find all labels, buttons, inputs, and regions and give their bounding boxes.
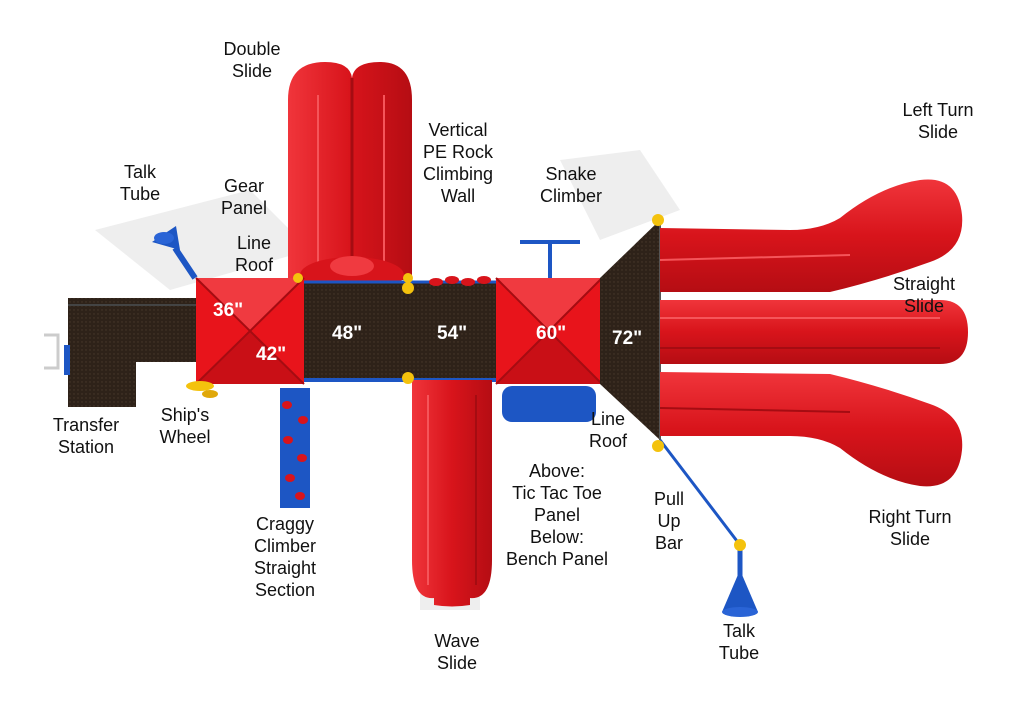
left-turn-slide bbox=[659, 179, 963, 292]
snake-climber bbox=[520, 240, 580, 282]
callout-left-turn-slide: Left Turn Slide bbox=[902, 100, 974, 142]
craggy-climber bbox=[280, 388, 310, 508]
rock-climbing-wall bbox=[429, 276, 491, 286]
line-roof-middle bbox=[495, 277, 603, 385]
callout-gear-panel: Gear Panel bbox=[220, 176, 268, 218]
callout-snake-climber: Snake Climber bbox=[539, 164, 603, 206]
deck-height-4: 54" bbox=[437, 323, 467, 344]
deck-height-5: 60" bbox=[536, 323, 566, 344]
pull-up-bar bbox=[658, 439, 742, 546]
double-slide bbox=[288, 62, 412, 280]
callout-line-roof-left: Line Roof bbox=[234, 233, 274, 275]
straight-slide bbox=[660, 300, 968, 364]
deck-height-1: 36" bbox=[213, 300, 243, 321]
callout-talk-tube-left: Talk Tube bbox=[119, 162, 161, 204]
callout-straight-slide: Straight Slide bbox=[892, 274, 956, 316]
wave-slide bbox=[412, 380, 492, 607]
transfer-station bbox=[44, 298, 198, 407]
callout-craggy-climber: Craggy Climber Straight Section bbox=[253, 514, 317, 600]
callout-ships-wheel: Ship's Wheel bbox=[159, 405, 211, 447]
right-turn-slide bbox=[659, 372, 963, 487]
callout-rock-climbing-wall: Vertical PE Rock Climbing Wall bbox=[422, 120, 494, 206]
post-caps bbox=[293, 214, 746, 551]
callout-wave-slide: Wave Slide bbox=[434, 631, 480, 673]
callout-line-roof-right: Line Roof bbox=[588, 409, 628, 451]
ships-wheel bbox=[186, 381, 218, 398]
callout-talk-tube-right: Talk Tube bbox=[718, 621, 760, 663]
callout-right-turn-slide: Right Turn Slide bbox=[868, 507, 952, 549]
talk-tube-right bbox=[722, 545, 758, 617]
line-roof-left bbox=[195, 277, 305, 385]
callout-tic-tac-toe-bench: Above: Tic Tac Toe Panel Below: Bench Pa… bbox=[505, 461, 609, 569]
bench-panel bbox=[502, 386, 596, 422]
deck-height-2: 42" bbox=[256, 344, 286, 365]
callout-pull-up-bar: Pull Up Bar bbox=[653, 489, 685, 553]
deck-height-6: 72" bbox=[612, 328, 642, 349]
callout-transfer-station: Transfer Station bbox=[52, 415, 120, 457]
talk-tube-left bbox=[152, 226, 198, 280]
callout-double-slide: Double Slide bbox=[223, 39, 281, 81]
deck-height-3: 48" bbox=[332, 323, 362, 344]
